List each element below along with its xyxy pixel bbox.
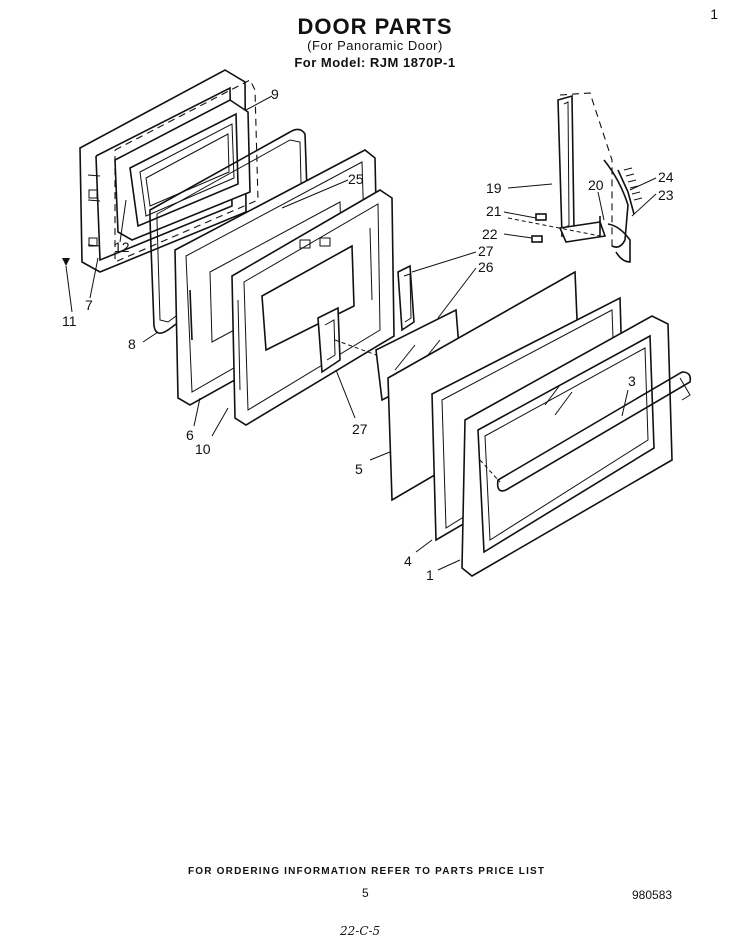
callout-26: 26 xyxy=(478,259,494,275)
handwritten-note: 22-C-5 xyxy=(340,924,381,938)
callout-12: 12 xyxy=(114,239,130,255)
leader-lines xyxy=(62,95,657,571)
document-code: 980583 xyxy=(632,888,673,902)
part-9-window-frame xyxy=(114,99,251,241)
page-number: 5 xyxy=(362,886,369,900)
callout-25: 25 xyxy=(348,171,364,187)
part-27-bracket-lower xyxy=(317,306,341,374)
hinge-assembly xyxy=(531,92,643,263)
callout-20: 20 xyxy=(588,177,604,193)
page-title: DOOR PARTS xyxy=(297,14,453,39)
callout-3: 3 xyxy=(628,373,636,389)
callout-7: 7 xyxy=(85,297,93,313)
callout-5: 5 xyxy=(355,461,363,477)
part-3-handle xyxy=(496,371,692,492)
callout-27-lower: 27 xyxy=(352,421,368,437)
callout-22: 22 xyxy=(482,226,498,242)
corner-mark: 1 xyxy=(710,6,718,22)
callout-6: 6 xyxy=(186,427,194,443)
callout-23: 23 xyxy=(658,187,674,203)
part-10-door-liner xyxy=(231,189,395,426)
ordering-note: FOR ORDERING INFORMATION REFER TO PARTS … xyxy=(188,866,546,877)
callout-8: 8 xyxy=(128,336,136,352)
part-27-bracket-upper xyxy=(397,264,415,332)
model-number: For Model: RJM 1870P-1 xyxy=(294,55,456,70)
callout-24: 24 xyxy=(658,169,674,185)
callout-27-upper: 27 xyxy=(478,243,494,259)
callout-9: 9 xyxy=(271,86,279,102)
part-1-door-frame xyxy=(461,315,673,577)
callout-4: 4 xyxy=(404,553,412,569)
callout-19: 19 xyxy=(486,180,502,196)
callout-1: 1 xyxy=(426,567,434,583)
callout-11: 11 xyxy=(62,313,77,329)
callout-21: 21 xyxy=(486,203,502,219)
callout-10: 10 xyxy=(195,441,211,457)
page-subtitle: (For Panoramic Door) xyxy=(307,38,443,53)
